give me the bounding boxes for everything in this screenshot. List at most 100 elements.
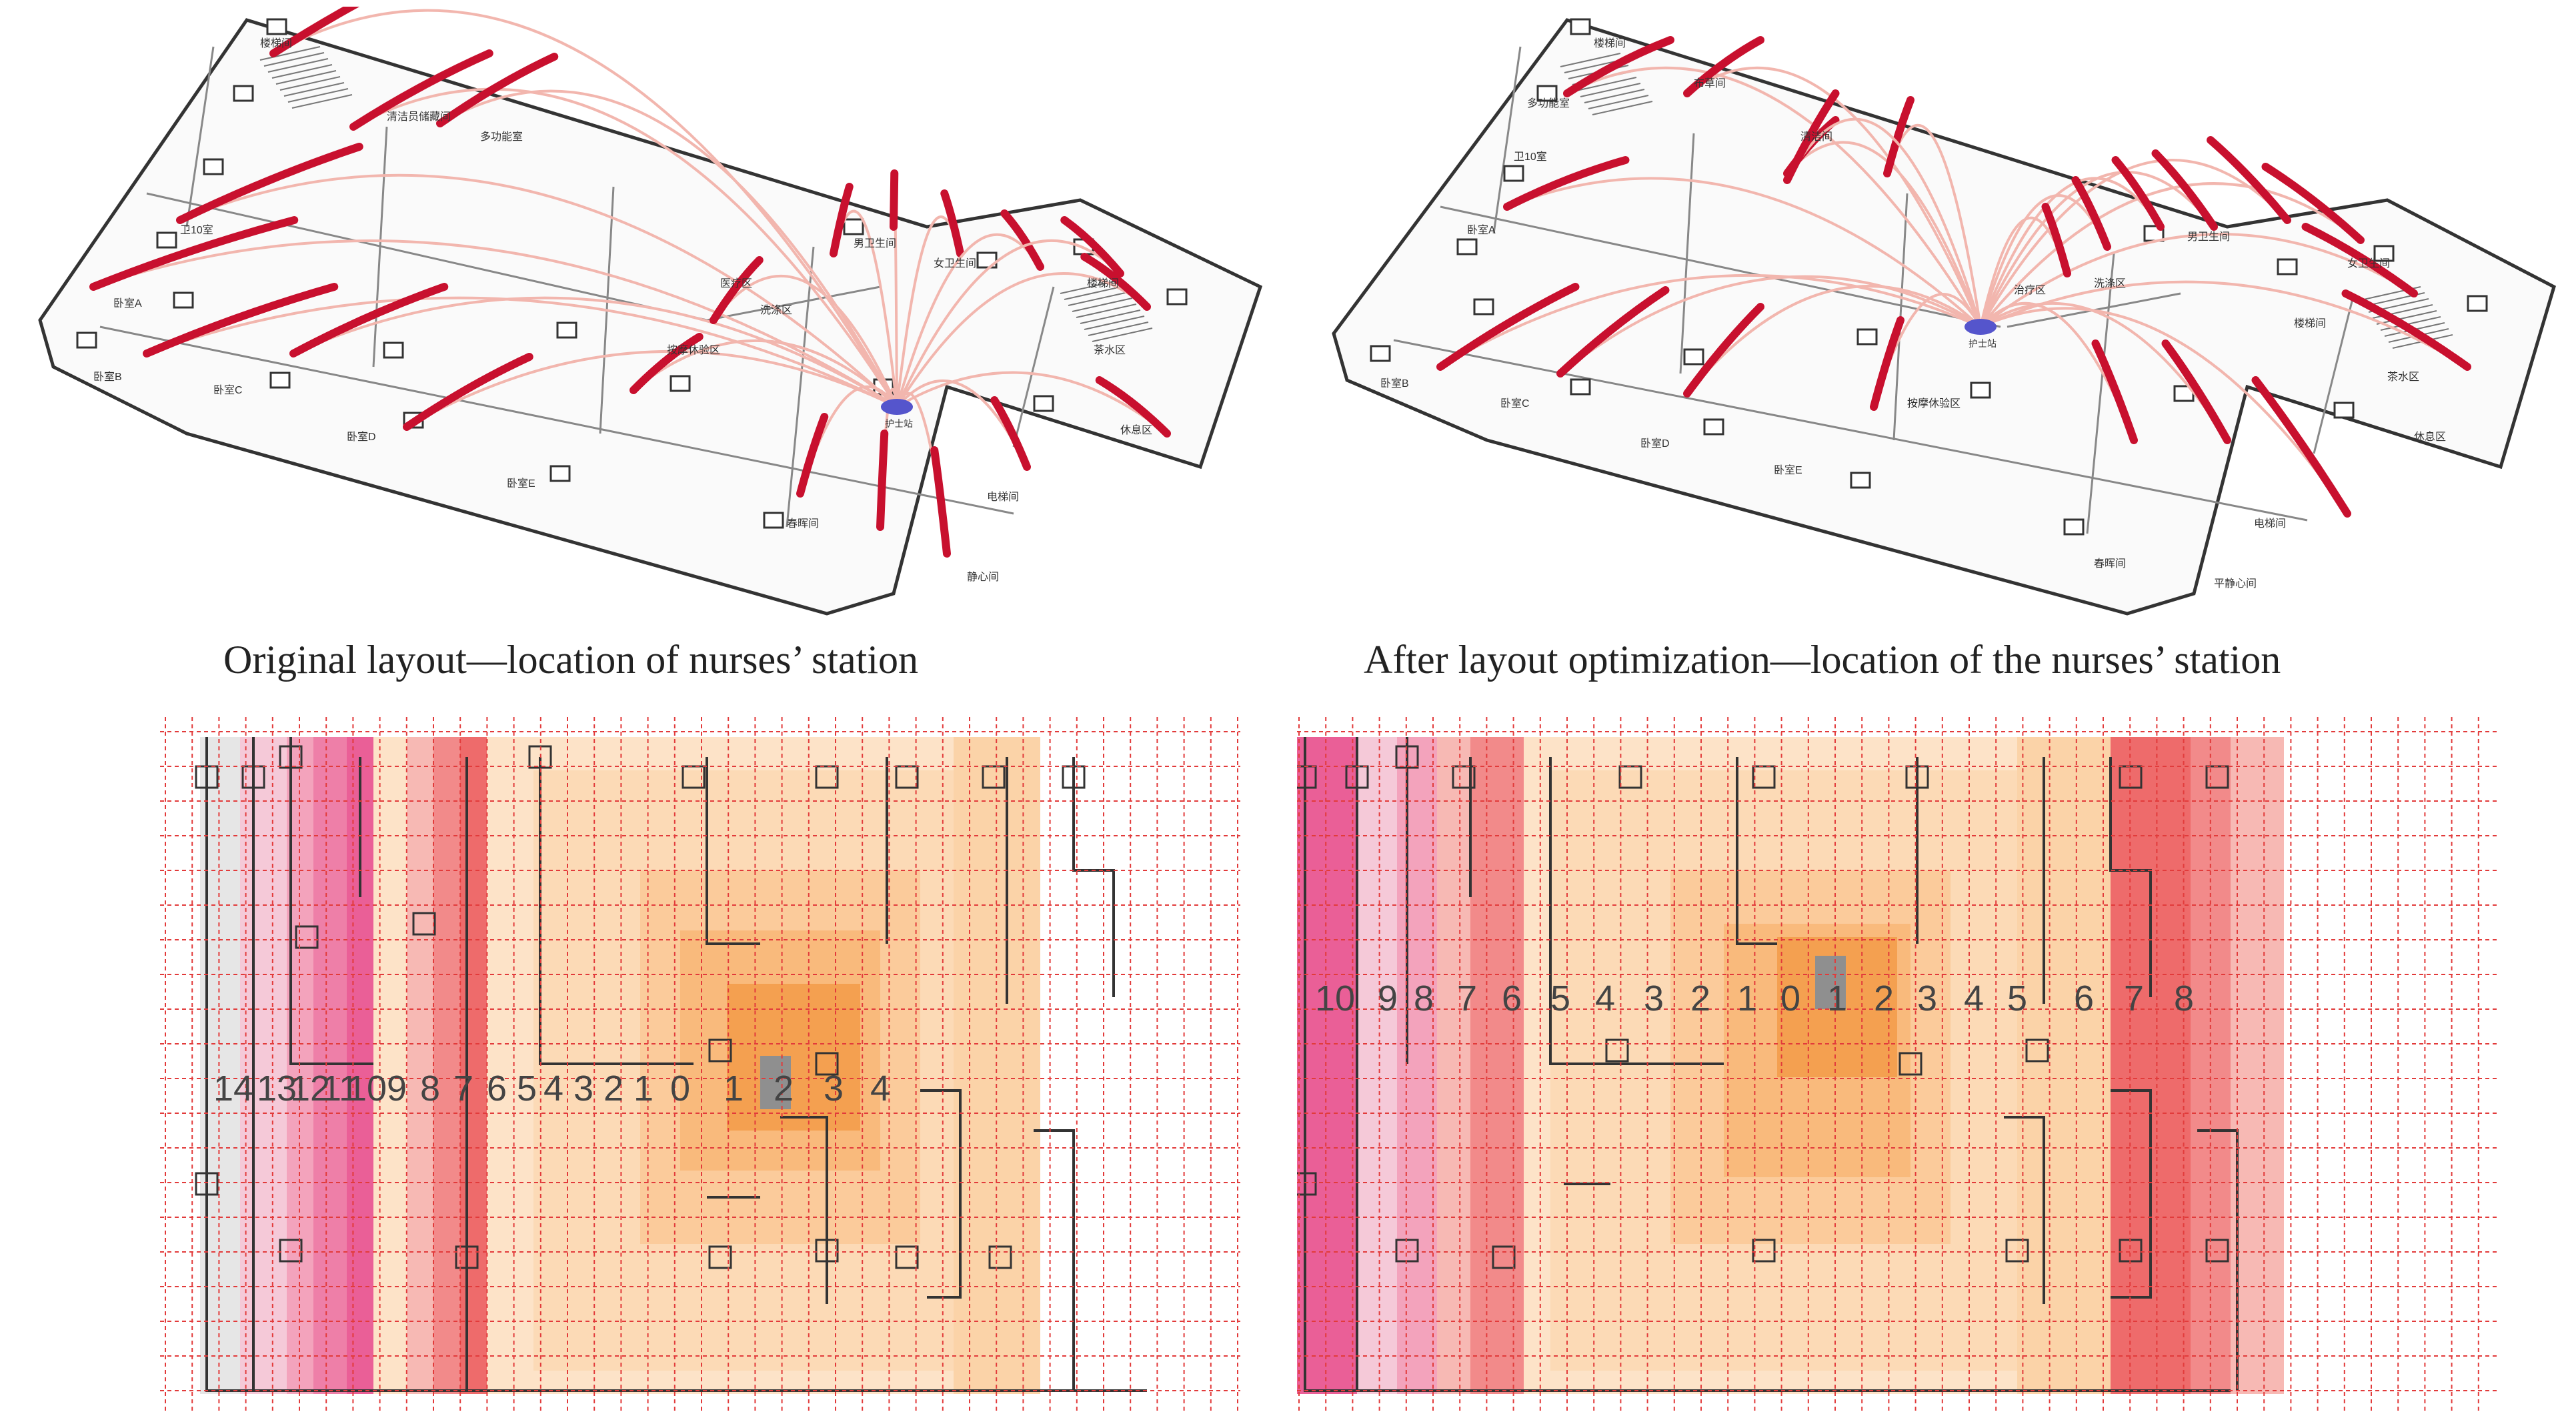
stair-step xyxy=(1060,279,1121,294)
flow-arc-head xyxy=(930,446,951,558)
room-label: 男卫生间 xyxy=(854,237,896,249)
room-label: 平静心间 xyxy=(2214,578,2257,590)
flow-arc-head xyxy=(1060,216,1124,277)
distance-band xyxy=(2017,737,2111,1394)
column xyxy=(2025,1038,2049,1062)
stair-step xyxy=(267,58,329,73)
room-label: 茶水区 xyxy=(1094,344,1126,356)
flow-arc-head xyxy=(1683,303,1764,398)
room-label: 卧室D xyxy=(347,431,376,443)
room-label: 卧室B xyxy=(93,371,122,383)
room-label: 卧室C xyxy=(1500,398,1530,410)
flow-arc-head xyxy=(1556,286,1670,378)
flow-arc-head xyxy=(1563,36,1674,97)
interior-wall xyxy=(1440,205,2001,328)
stair-step xyxy=(1560,53,1621,67)
flow-arc-head xyxy=(2251,376,2351,518)
flow-arc-head xyxy=(629,333,704,394)
flow-arc-head xyxy=(876,430,889,531)
interior-wall xyxy=(1393,339,2308,522)
distance-band xyxy=(1437,737,1470,1394)
room-label: 卧室B xyxy=(1380,378,1409,390)
stair-step xyxy=(259,46,321,61)
distance-band xyxy=(240,737,287,1394)
distance-label: 3 xyxy=(1644,978,1664,1018)
flow-arc-head xyxy=(2041,203,2071,277)
flow-arc-head xyxy=(2301,223,2418,297)
distance-label: 5 xyxy=(2007,978,2027,1018)
flow-arc-head xyxy=(1503,156,1630,211)
column xyxy=(1850,472,1871,489)
flow-arc-tail xyxy=(896,239,1122,408)
floor-plan-wall xyxy=(1549,757,1724,1065)
column xyxy=(1473,298,1494,315)
room-label: 清洁间 xyxy=(1800,131,1832,143)
interior-wall xyxy=(185,46,215,227)
interior-wall xyxy=(1492,46,1522,234)
flow-arc-tail xyxy=(353,87,898,408)
flow-arc-head xyxy=(2341,289,2471,371)
column xyxy=(549,465,571,482)
flow-arc-head xyxy=(269,0,372,57)
stair-step xyxy=(1072,297,1133,312)
flow-arc-tail xyxy=(1439,273,1981,368)
distance-label: 12 xyxy=(290,1069,330,1109)
room-label: 楼梯间 xyxy=(1087,277,1119,289)
distance-label: 14 xyxy=(213,1069,253,1109)
column xyxy=(1452,765,1476,789)
stair-step xyxy=(275,70,337,85)
distance-label: 11 xyxy=(321,1069,359,1109)
column xyxy=(815,1052,839,1076)
column xyxy=(2063,518,2085,536)
column xyxy=(203,158,224,175)
stair-step xyxy=(1584,89,1645,103)
distance-label: 1 xyxy=(724,1069,744,1109)
flow-arc-tail xyxy=(273,9,898,408)
flow-arc-tail xyxy=(1686,285,1982,395)
flow-arc-tail xyxy=(1566,66,1982,328)
flow-arc-head xyxy=(1870,316,1904,411)
distance-label: 13 xyxy=(257,1069,297,1109)
column xyxy=(1752,765,1776,789)
flow-arc-head xyxy=(830,183,854,257)
column xyxy=(1033,395,1054,412)
stair-step xyxy=(2376,310,2437,325)
room-label: 女卫生间 xyxy=(934,257,976,269)
flow-arc-head xyxy=(990,396,1031,471)
flow-arc-head xyxy=(2111,156,2165,231)
nurse-station-cell xyxy=(760,1056,791,1109)
distance-label: 1 xyxy=(1827,978,1847,1018)
flow-arc-tail xyxy=(1786,117,1982,327)
column xyxy=(708,1038,732,1062)
room-label: 卧室E xyxy=(507,478,535,490)
distance-label: 4 xyxy=(1964,978,1984,1018)
flow-arc-tail xyxy=(1979,233,2415,328)
room-label: 医疗区 xyxy=(720,277,752,289)
column xyxy=(682,765,706,789)
column xyxy=(279,1239,303,1263)
room-label: 电梯间 xyxy=(2254,518,2286,530)
distance-band xyxy=(1357,737,1397,1394)
distance-label: 3 xyxy=(824,1069,844,1109)
column xyxy=(383,341,404,359)
room-label: 休息区 xyxy=(1120,424,1152,436)
room-label: 多功能室 xyxy=(480,131,523,143)
flow-arc-tail xyxy=(1980,307,2349,515)
flow-arc-head xyxy=(436,53,559,127)
column xyxy=(976,251,998,269)
column xyxy=(895,765,919,789)
room-label: 多功能室 xyxy=(1527,97,1570,109)
floor-plan-wall xyxy=(1072,757,1115,997)
room-label: 清洁员储藏间 xyxy=(387,111,451,123)
distance-label: 10 xyxy=(347,1069,387,1109)
interior-wall xyxy=(706,285,881,321)
distance-band xyxy=(433,737,460,1394)
flow-arc-head xyxy=(940,189,964,257)
distance-label: 9 xyxy=(1378,978,1398,1018)
column xyxy=(763,512,784,529)
flow-arc-tail xyxy=(1979,159,2289,327)
